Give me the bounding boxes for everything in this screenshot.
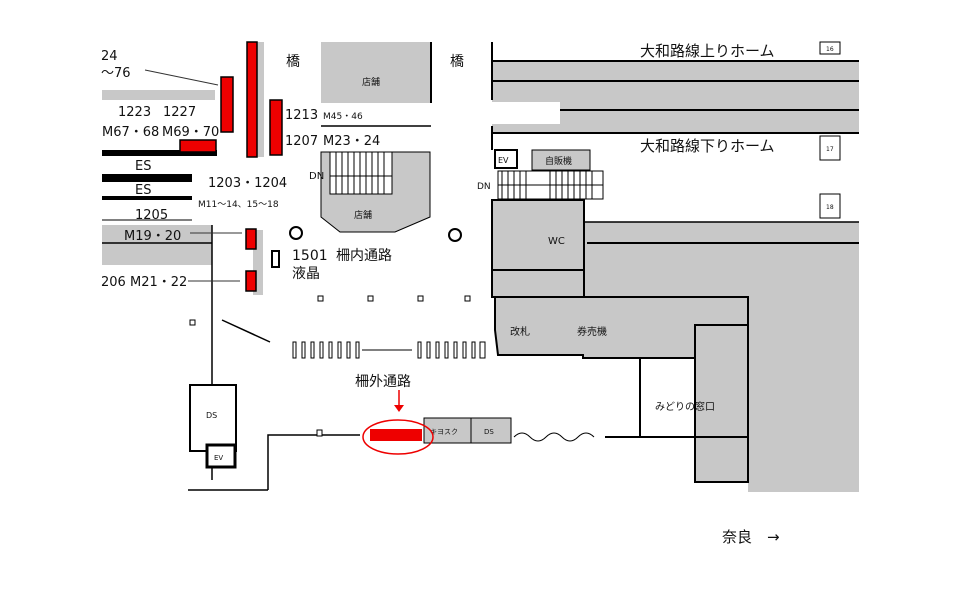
lcd-label: 液晶 <box>292 266 320 282</box>
board-1206: 206 <box>101 275 126 290</box>
platform-up-label: 大和路線上りホーム <box>640 42 775 60</box>
board-m21: M21・22 <box>130 275 187 290</box>
svg-text:17: 17 <box>826 146 834 153</box>
signage-red-boards <box>179 41 283 292</box>
inside-passage-label: 柵内通路 <box>336 248 392 264</box>
stairs-center: 店舗 <box>320 151 431 233</box>
direction-nara: 奈良 → <box>722 528 780 546</box>
arrow-down-icon <box>394 405 404 412</box>
down-label: DN <box>309 171 324 182</box>
board-1203: 1203・1204 <box>208 176 287 191</box>
escalator-label-1: ES <box>135 159 151 174</box>
svg-text:店舗: 店舗 <box>362 76 380 88</box>
svg-text:18: 18 <box>826 204 834 211</box>
svg-text:自販機: 自販機 <box>545 155 572 167</box>
columns <box>189 295 471 326</box>
svg-text:券売機: 券売機 <box>577 325 607 338</box>
ds-label: DS <box>484 428 494 436</box>
svg-text:EV: EV <box>498 156 509 165</box>
bridge-label-right: 橋 <box>450 54 464 70</box>
board-m23: M23・24 <box>323 134 380 149</box>
svg-text:店舗: 店舗 <box>354 209 372 221</box>
board-m11: M11〜14、15〜18 <box>198 200 279 210</box>
svg-text:改札: 改札 <box>510 325 530 338</box>
board-1227: 1227 <box>163 105 196 120</box>
door <box>221 319 271 343</box>
shop-top: 店舗 <box>321 42 432 103</box>
board-1501: 1501 <box>292 248 328 264</box>
board-1213: 1213 <box>285 108 318 123</box>
svg-text:16: 16 <box>826 46 834 53</box>
platform-area <box>490 42 859 492</box>
left-structures <box>102 42 264 480</box>
turnstiles <box>292 341 486 359</box>
board-m69: M69・70 <box>162 125 219 140</box>
pillar-circle <box>289 226 303 240</box>
platform-number-18: 18 <box>819 193 841 219</box>
board-m67: M67・68 <box>102 125 159 140</box>
kiosk-label: キヨスク <box>430 428 458 436</box>
svg-text:DS: DS <box>206 411 217 420</box>
highlighted-ad-location <box>370 429 422 441</box>
ev-vending-wc: EV 自販機 WC <box>491 149 604 298</box>
board-m19: M19・20 <box>124 229 181 244</box>
svg-text:EV: EV <box>214 454 223 462</box>
down-label-right: DN <box>477 182 491 192</box>
board-24: 24 <box>101 49 118 64</box>
board-m45: M45・46 <box>323 112 363 122</box>
bridge-label-left: 橋 <box>286 54 300 70</box>
outside-passage-label: 柵外通路 <box>355 374 411 390</box>
midori-window-label: みどりの窓口 <box>655 400 715 413</box>
board-1205: 1205 <box>135 208 168 223</box>
lcd-display <box>271 250 280 268</box>
svg-text:WC: WC <box>548 236 565 247</box>
platform-number-16: 16 <box>819 41 841 55</box>
platform-down-label: 大和路線下りホーム <box>640 137 775 155</box>
arrow <box>144 69 219 86</box>
pillar-circle <box>448 228 462 242</box>
escalator-label-2: ES <box>135 183 151 198</box>
ticket-gate-area: 改札 券売機 みどりの窓口 <box>494 296 749 483</box>
platform-number-17: 17 <box>819 135 841 161</box>
board-76: 〜76 <box>101 66 131 81</box>
board-1223: 1223 <box>118 105 151 120</box>
board-1207: 1207 <box>285 134 318 149</box>
bottom-corridor: キヨスク DS DS EV <box>188 384 695 491</box>
highlight-circle <box>362 419 434 455</box>
